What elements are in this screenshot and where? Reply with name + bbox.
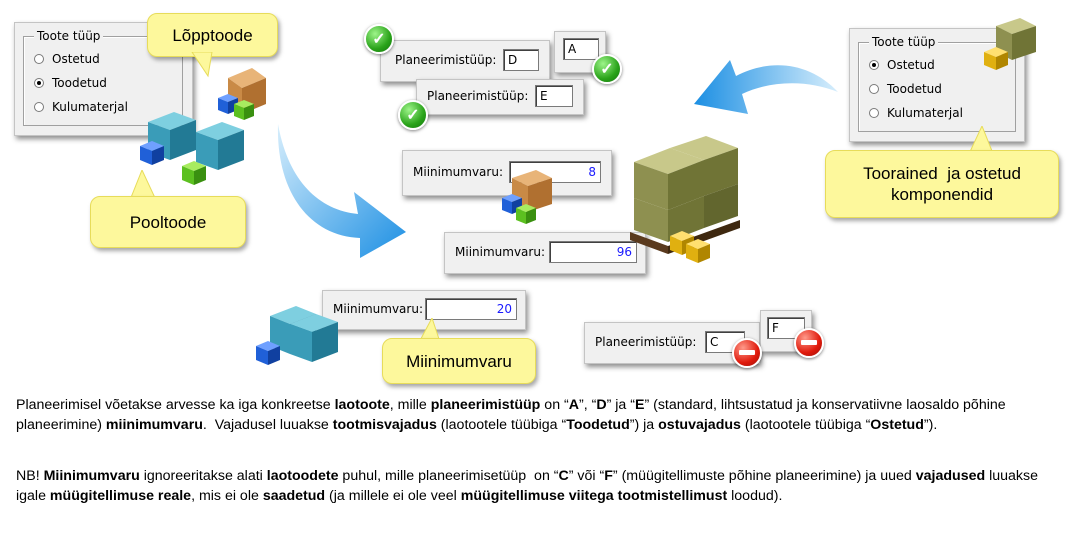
check-ok-icon: ✓ xyxy=(364,24,394,54)
planning-type-field[interactable]: D xyxy=(503,49,539,71)
callout-semi-product: Pooltoode xyxy=(90,196,246,248)
arrow-left-curved-icon xyxy=(694,60,838,114)
planning-type-field[interactable]: A xyxy=(563,38,599,60)
radio-button-icon xyxy=(869,84,879,94)
planning-type-panel-c: Planeerimistüüp: C xyxy=(584,322,760,364)
radio-button-checked-icon xyxy=(869,60,879,70)
planning-type-panel-e: Planeerimistüüp: E xyxy=(416,79,584,115)
product-type-panel-right: Toote tüüp Ostetud Toodetud Kulumaterjal xyxy=(849,28,1025,142)
radio-toodetud[interactable]: Toodetud xyxy=(869,81,942,97)
radio-kulumaterjal[interactable]: Kulumaterjal xyxy=(34,99,128,115)
check-ok-icon: ✓ xyxy=(592,54,622,84)
radio-ostetud[interactable]: Ostetud xyxy=(869,57,935,73)
product-type-group: Toote tüüp Ostetud Toodetud Kulumaterjal xyxy=(858,35,1016,132)
product-type-group: Toote tüüp Ostetud Toodetud Kulumaterjal xyxy=(23,29,183,126)
group-label: Toote tüüp xyxy=(34,29,104,43)
finished-product-box-icon xyxy=(218,68,266,120)
min-stock-field[interactable]: 96 xyxy=(549,241,637,263)
radio-button-checked-icon xyxy=(34,78,44,88)
callout-min-stock: Miinimumvaru xyxy=(382,338,536,384)
min-stock-panel-20: Miinimumvaru: 20 xyxy=(322,290,526,330)
pallet-boxes-icon xyxy=(630,136,740,263)
stop-forbidden-icon xyxy=(794,328,824,358)
callout-finished-product: Lõpptoode xyxy=(147,13,278,57)
radio-toodetud[interactable]: Toodetud xyxy=(34,75,107,91)
group-label: Toote tüüp xyxy=(869,35,939,49)
radio-kulumaterjal[interactable]: Kulumaterjal xyxy=(869,105,963,121)
planning-type-panel-a: A xyxy=(554,31,606,73)
radio-ostetud[interactable]: Ostetud xyxy=(34,51,100,67)
radio-button-icon xyxy=(34,54,44,64)
min-stock-field[interactable]: 20 xyxy=(425,298,517,320)
radio-button-icon xyxy=(869,108,879,118)
radio-button-icon xyxy=(34,102,44,112)
planning-type-panel-d: Planeerimistüüp: D xyxy=(380,40,550,82)
planning-type-field[interactable]: E xyxy=(535,85,573,107)
planning-type-field[interactable]: F xyxy=(767,317,805,339)
callout-tail xyxy=(129,170,157,200)
stop-forbidden-icon xyxy=(732,338,762,368)
min-stock-panel-96: Miinimumvaru: 96 xyxy=(444,232,646,274)
box-blue-green-icon xyxy=(502,170,552,224)
semi-product-boxes-icon xyxy=(140,112,244,185)
raw-material-box-icon xyxy=(984,18,1036,70)
callout-tail xyxy=(191,52,213,78)
callout-raw-materials: Toorained ja ostetud komponendid xyxy=(825,150,1059,218)
semi-product-boxes-icon xyxy=(256,306,338,365)
callout-tail xyxy=(967,126,995,156)
min-stock-panel-8: Miinimumvaru: 8 xyxy=(402,150,612,196)
paragraph-note: NB! Miinimumvaru ignoreeritakse alati la… xyxy=(16,468,1038,504)
arrow-down-right-icon xyxy=(277,124,406,258)
check-ok-icon: ✓ xyxy=(398,100,428,130)
paragraph-planning: Planeerimisel võetakse arvesse ka iga ko… xyxy=(16,397,1006,433)
